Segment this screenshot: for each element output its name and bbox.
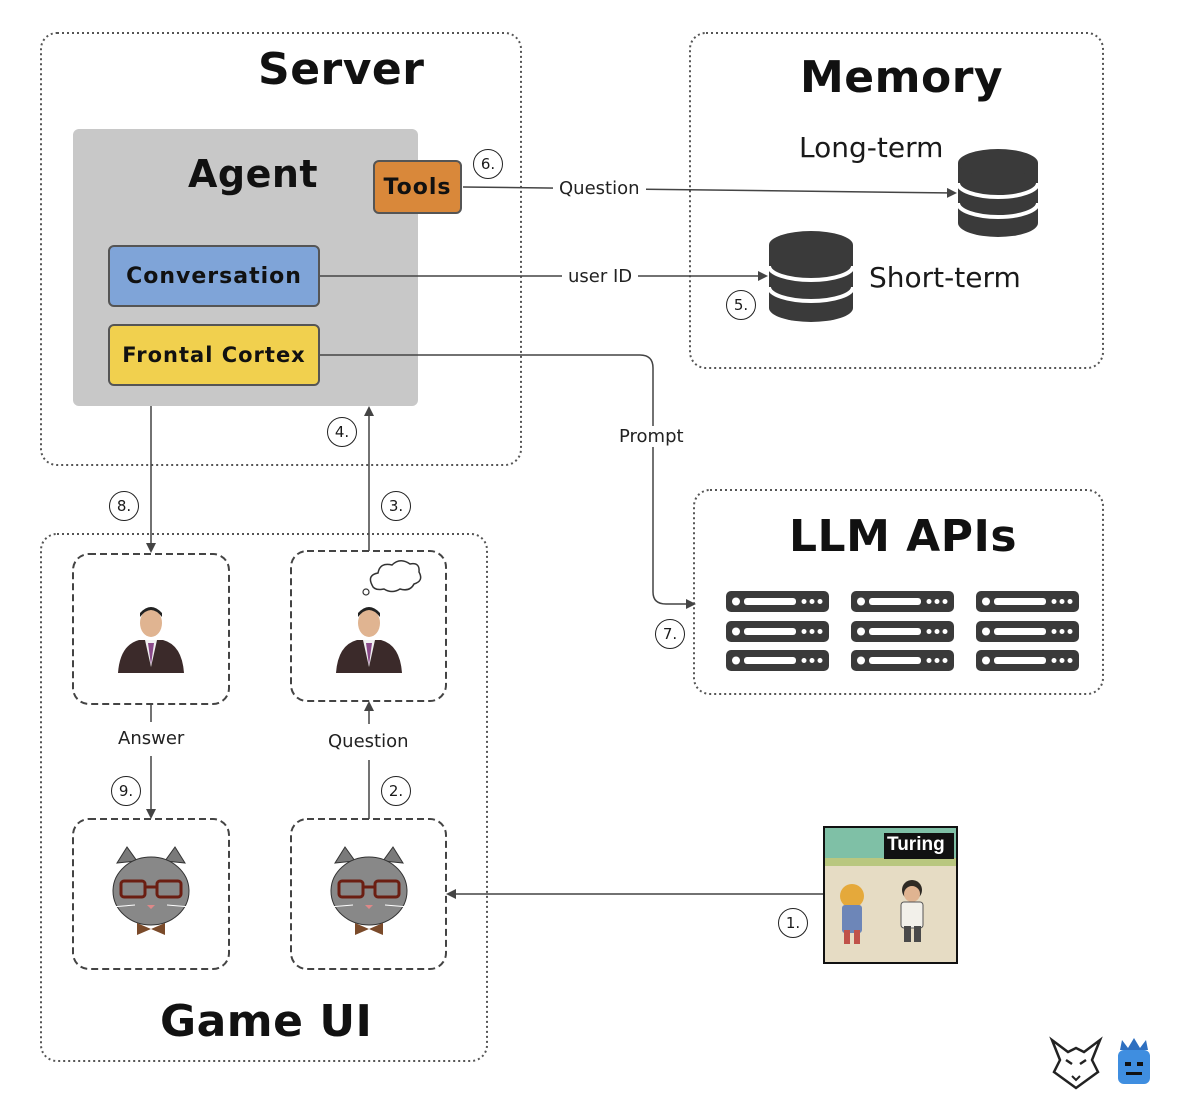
server-unit-icon (851, 621, 954, 642)
game-character-boy-icon (900, 880, 924, 942)
blue-mascot-logo-icon (1118, 1038, 1150, 1084)
step-4: 4. (327, 417, 357, 447)
llm-container (693, 489, 1104, 695)
server-unit-icon (726, 591, 829, 612)
long-term-label: Long-term (799, 131, 944, 164)
cat-player-icon (110, 846, 192, 935)
edge-label-answer: Answer (112, 728, 191, 749)
step-7: 7. (655, 619, 685, 649)
server-unit-icon (976, 621, 1079, 642)
server-unit-icon (976, 650, 1079, 671)
npc-figure-icon (118, 607, 184, 673)
cat-player-questioning-icon (328, 846, 410, 935)
server-unit-icon (851, 591, 954, 612)
edge-label-prompt: Prompt (613, 426, 690, 447)
step-5: 5. (726, 290, 756, 320)
short-term-database-icon (767, 231, 855, 322)
edge-label-question-tools: Question (553, 178, 646, 199)
edge-cortex-llm (320, 354, 696, 609)
short-term-label: Short-term (869, 261, 1021, 294)
llm-title: LLM APIs (789, 511, 1018, 562)
edge-label-user-id: user ID (562, 266, 639, 287)
server-unit-icon (726, 621, 829, 642)
edge-tools-longterm (462, 186, 957, 198)
server-title: Server (258, 44, 425, 95)
edge-label-question-ui: Question (322, 731, 415, 752)
long-term-database-icon (956, 149, 1040, 237)
step-8: 8. (109, 491, 139, 521)
game-turing-label: Turing (887, 834, 945, 855)
conversation-module[interactable]: Conversation (108, 245, 320, 307)
server-unit-icon (851, 650, 954, 671)
step-1: 1. (778, 908, 808, 938)
llm-server-racks (726, 591, 1079, 671)
game-ui-container (40, 533, 488, 1062)
game-screenshot-thumbnail (823, 826, 958, 964)
game-ui-title: Game UI (160, 996, 373, 1047)
thought-bubble-icon (362, 560, 422, 596)
step-3: 3. (381, 491, 411, 521)
thinking-npc-figure-icon (336, 607, 402, 673)
step-6: 6. (473, 149, 503, 179)
server-unit-icon (726, 650, 829, 671)
frontal-cortex-module[interactable]: Frontal Cortex (108, 324, 320, 386)
tools-module[interactable]: Tools (373, 160, 462, 214)
agent-title: Agent (188, 152, 319, 196)
wolf-logo-icon (1049, 1036, 1103, 1090)
server-unit-icon (976, 591, 1079, 612)
memory-container (689, 32, 1104, 369)
server-container (40, 32, 522, 466)
memory-title: Memory (800, 52, 1004, 103)
step-2: 2. (381, 776, 411, 806)
answer-player-box (72, 818, 230, 970)
step-9: 9. (111, 776, 141, 806)
game-character-girl-icon (840, 884, 864, 944)
